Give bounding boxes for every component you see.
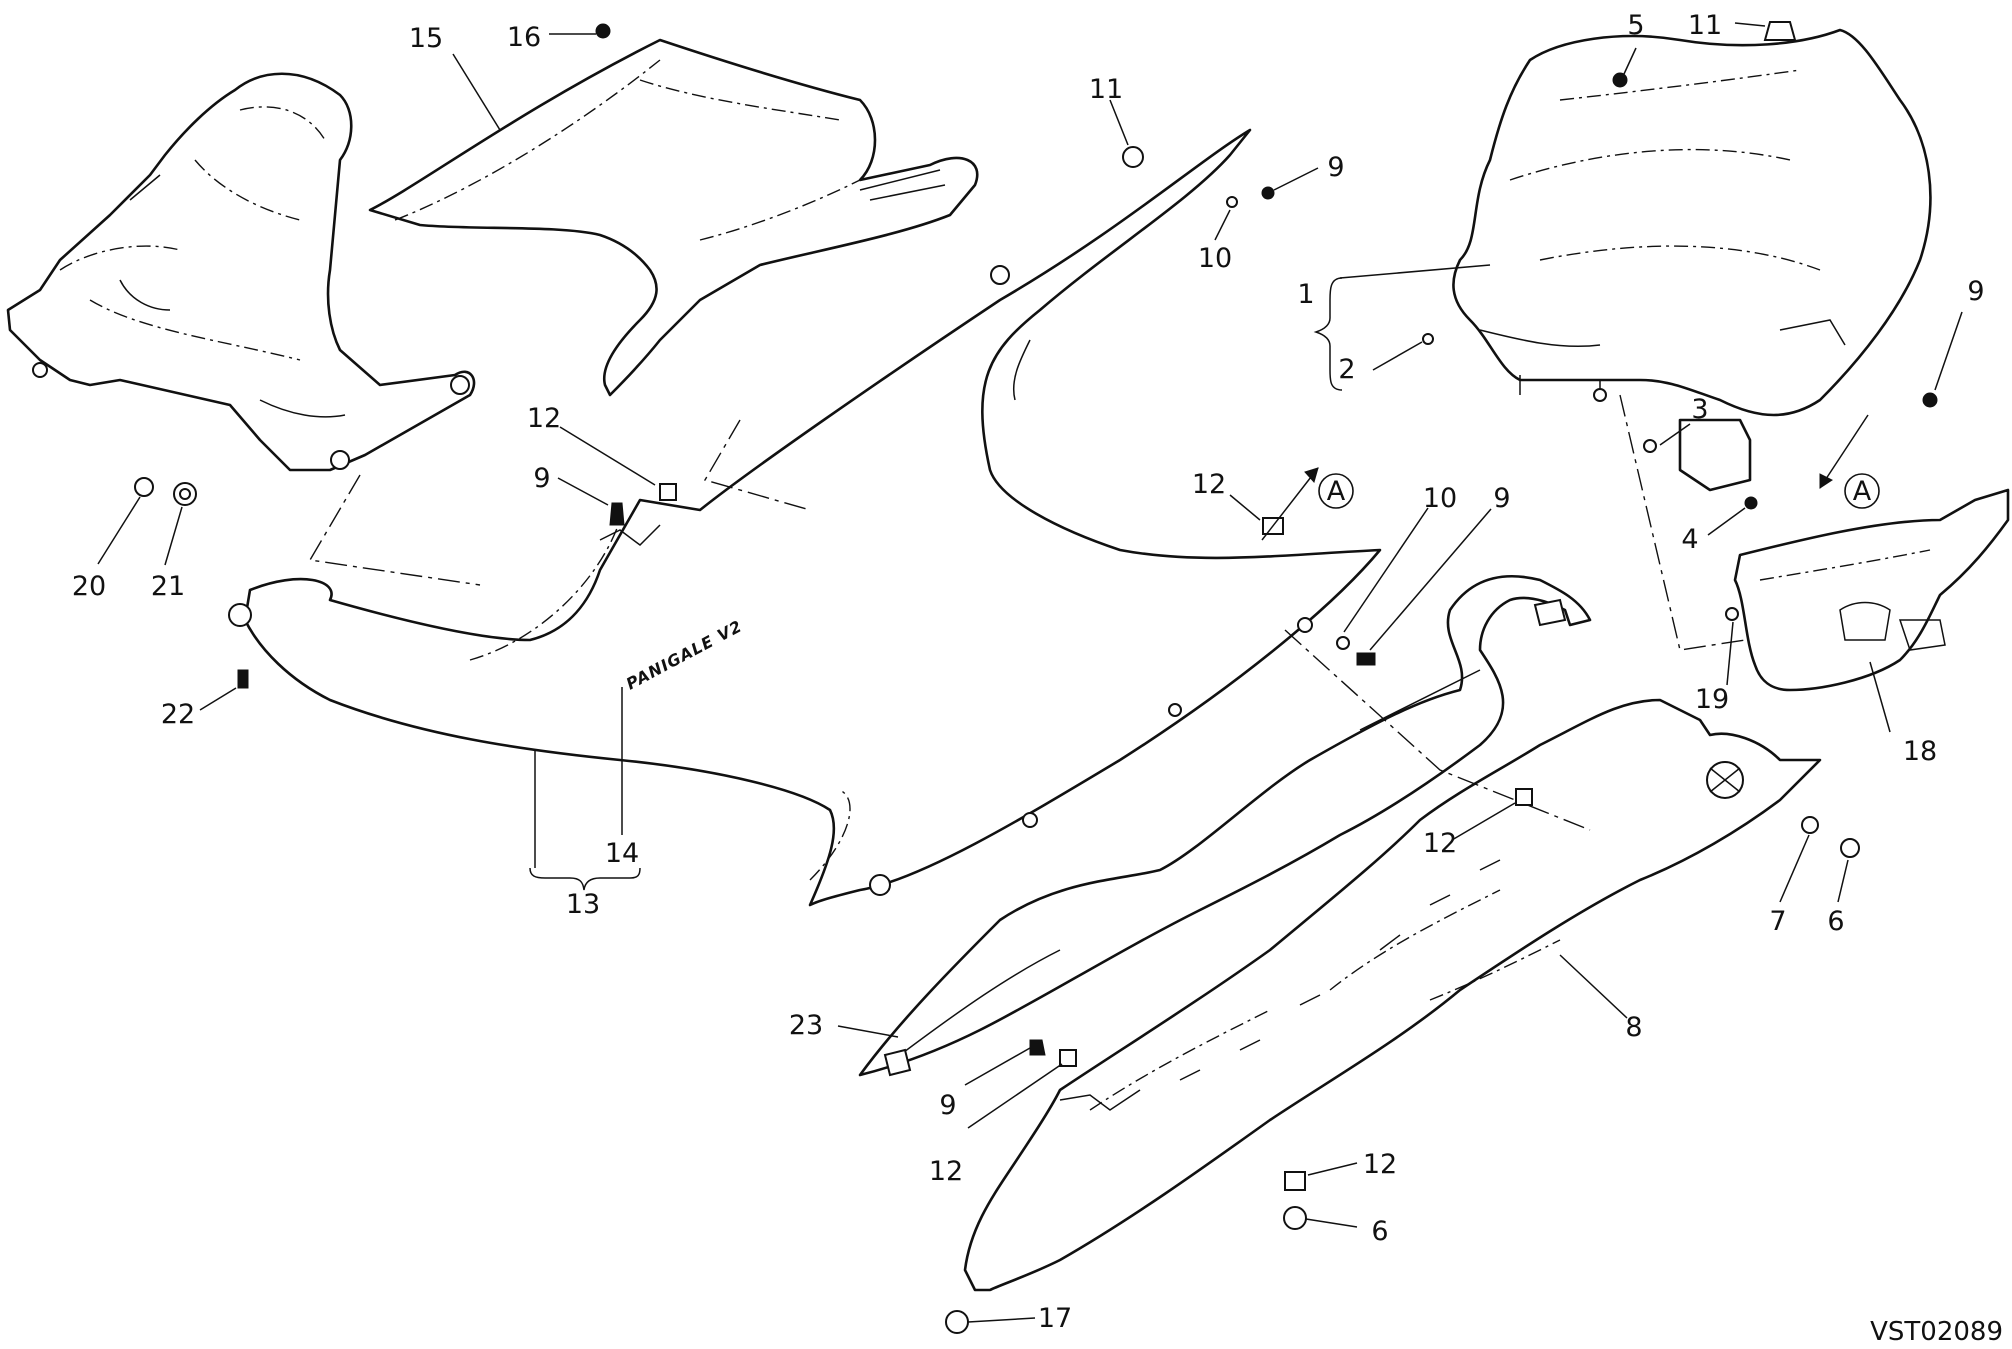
callout-17: 17 bbox=[1038, 1303, 1072, 1334]
callout-10-mid: 10 bbox=[1423, 483, 1457, 514]
callout-18: 18 bbox=[1903, 736, 1937, 767]
callout-4: 4 bbox=[1681, 524, 1698, 555]
callout-23: 23 bbox=[789, 1010, 823, 1041]
callout-9-top: 9 bbox=[1327, 152, 1344, 183]
screw-9-low bbox=[1029, 1039, 1046, 1056]
hardware bbox=[134, 21, 1938, 1334]
washer-3 bbox=[1643, 439, 1657, 453]
assembly-lines bbox=[308, 394, 1746, 831]
washer-7 bbox=[1801, 816, 1819, 834]
reference-a-left: A bbox=[1327, 476, 1346, 507]
callout-22: 22 bbox=[161, 699, 195, 730]
washer-2 bbox=[1422, 333, 1434, 345]
callout-13: 13 bbox=[566, 889, 600, 920]
callout-9-mid: 9 bbox=[1493, 483, 1510, 514]
callout-16: 16 bbox=[507, 22, 541, 53]
washer-19 bbox=[1725, 607, 1739, 621]
clip-12-low bbox=[1059, 1049, 1077, 1067]
callout-11-left: 11 bbox=[1089, 74, 1123, 105]
screw-9-right bbox=[1922, 392, 1938, 408]
reference-marks: A A bbox=[1261, 414, 1880, 541]
callout-labels: 15 16 11 9 10 5 11 1 2 9 3 4 12 9 20 21 … bbox=[72, 10, 1985, 1334]
screw-9-mid bbox=[1356, 652, 1376, 666]
reference-a-circle-right bbox=[1844, 473, 1880, 509]
callout-9-low: 9 bbox=[939, 1090, 956, 1121]
callout-14: 14 bbox=[605, 838, 639, 869]
callout-19: 19 bbox=[1695, 684, 1729, 715]
grommet-11-left bbox=[1122, 146, 1144, 168]
callout-5: 5 bbox=[1627, 10, 1644, 41]
callout-21: 21 bbox=[151, 571, 185, 602]
callout-8: 8 bbox=[1625, 1012, 1642, 1043]
nut-4 bbox=[1744, 496, 1758, 510]
screw-5 bbox=[1612, 72, 1628, 88]
screw-6-bottom bbox=[1283, 1206, 1307, 1230]
clip-12-bottom bbox=[1284, 1171, 1306, 1191]
callout-6-right: 6 bbox=[1827, 906, 1844, 937]
callout-12-mid: 12 bbox=[1192, 469, 1226, 500]
drawing-code: VST02089 bbox=[1870, 1317, 2003, 1347]
part-8-lower-fairing bbox=[963, 698, 1822, 1292]
reference-a-circle-left bbox=[1318, 473, 1354, 509]
callout-9-left: 9 bbox=[533, 463, 550, 494]
part-13-left-fairing-assembly: PANIGALE V2 bbox=[6, 72, 1382, 907]
screw-9-left bbox=[1261, 186, 1275, 200]
callout-9-right: 9 bbox=[1967, 276, 1984, 307]
callout-7: 7 bbox=[1769, 906, 1786, 937]
callout-12-bottom: 12 bbox=[1363, 1149, 1397, 1180]
callout-12-top: 12 bbox=[527, 403, 561, 434]
part-18-fairing-bracket bbox=[1733, 488, 2010, 692]
reference-a-right: A bbox=[1853, 476, 1872, 507]
callout-leaders bbox=[97, 22, 1963, 1323]
clip-12-right bbox=[1515, 788, 1533, 806]
screw-9-top bbox=[609, 502, 625, 526]
callout-2: 2 bbox=[1338, 354, 1355, 385]
callout-1: 1 bbox=[1297, 279, 1314, 310]
callout-3: 3 bbox=[1691, 394, 1708, 425]
callout-12-low: 12 bbox=[929, 1156, 963, 1187]
callout-20: 20 bbox=[72, 571, 106, 602]
screw-6-right bbox=[1840, 838, 1860, 858]
nut-16 bbox=[595, 23, 611, 39]
part-15-tank-cover bbox=[368, 38, 979, 397]
washer-10-left bbox=[1226, 196, 1238, 208]
callout-11-right: 11 bbox=[1688, 10, 1722, 41]
callout-6-bottom: 6 bbox=[1371, 1216, 1388, 1247]
screw-17 bbox=[945, 1310, 969, 1334]
washer-10-mid bbox=[1336, 636, 1350, 650]
part-23-inner-panel bbox=[858, 574, 1592, 1077]
callout-12-right: 12 bbox=[1423, 828, 1457, 859]
washer-20 bbox=[134, 477, 154, 497]
part-1-right-fairing-assembly bbox=[1452, 28, 1932, 492]
clip-12-top bbox=[659, 483, 677, 501]
grommet-22-top bbox=[228, 603, 252, 627]
callout-10-top: 10 bbox=[1198, 243, 1232, 274]
grommet-11-right bbox=[1763, 21, 1797, 41]
screw-22 bbox=[237, 669, 249, 689]
callout-15: 15 bbox=[409, 23, 443, 54]
